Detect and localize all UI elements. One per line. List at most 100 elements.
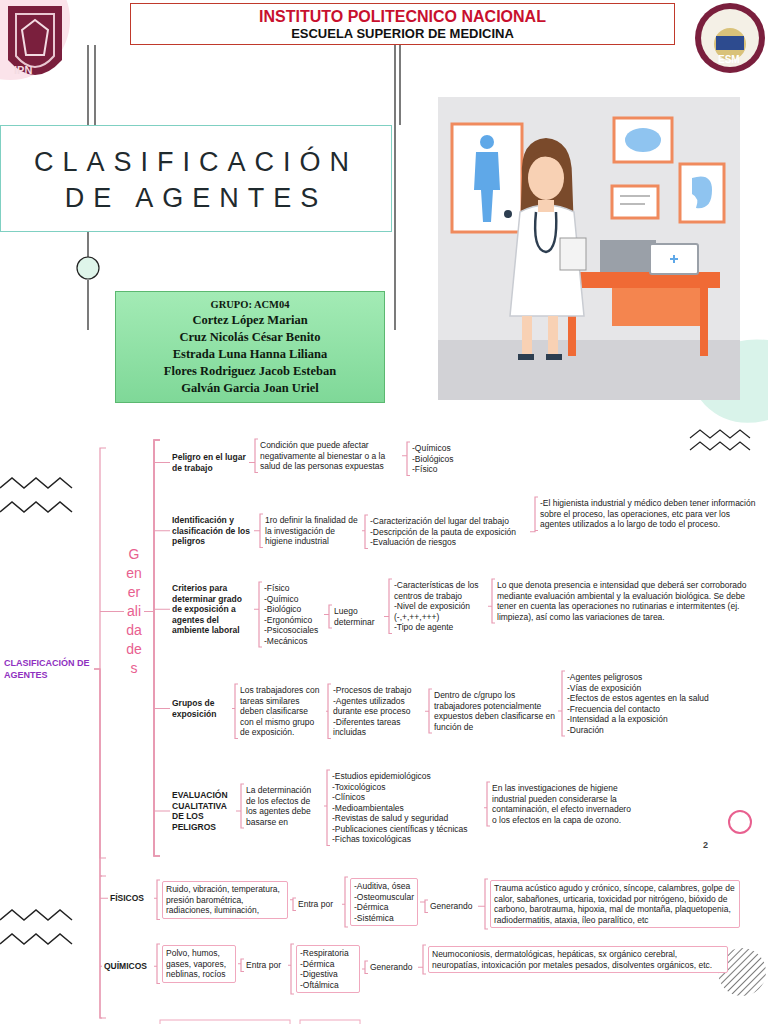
page-number: 2 [703, 840, 708, 850]
node-text: -Descripción de la pauta de exposición [370, 527, 528, 538]
doctor-illustration [438, 97, 740, 400]
text-node: Generando [370, 962, 416, 973]
logo-text: IPN [14, 64, 32, 76]
route-box: -Respiratoria-Dérmica-Digestiva-Oftálmic… [296, 945, 360, 993]
list-node: -Físico-Químico-Biológico-Ergonómico-Psi… [264, 583, 322, 646]
list-node: -Agentes peligrosos-Vías de exposición-E… [567, 672, 762, 735]
cut-box [160, 1020, 290, 1024]
bracket-connector [144, 440, 170, 856]
node-text: -Biológicos [412, 454, 472, 465]
bracket-connector [478, 879, 488, 929]
text-node: Lo que denota presencia e intensidad que… [497, 580, 762, 622]
node-text: -Químico [264, 594, 322, 605]
node-text: Peligro en el lugar de trabajo [172, 452, 247, 473]
node-text: -Agentes utilizados durante ese proceso [333, 696, 423, 717]
node-text: -Respiratoria [300, 948, 356, 959]
node-text: -Agentes peligrosos [567, 672, 762, 683]
bracket-connector [94, 669, 102, 1018]
node-text: -Osteomuscular [354, 892, 414, 903]
root-label: CLASIFICACIÓN DE AGENTES [4, 657, 92, 681]
row-heading: Peligro en el lugar de trabajo [172, 452, 247, 473]
node-text: -Fichas toxicológicas [332, 834, 482, 845]
bracket-connector [236, 784, 244, 828]
row-heading: Identificación y clasificación de los pe… [172, 515, 252, 547]
bracket-connector [254, 582, 262, 647]
node-text: Condición que puede afectar negativament… [260, 440, 400, 472]
node-text: Cortez López Marian [120, 312, 380, 329]
node-text: CLASIFICACIÓN DE AGENTES [4, 657, 92, 681]
bracket-connector [362, 515, 368, 549]
effect-box: Trauma acústico agudo y crónico, síncope… [490, 880, 740, 928]
title-box: CLASIFICACIÓN DE AGENTES [0, 125, 392, 232]
node-text: -Caracterización del lugar del trabajo [370, 516, 528, 527]
node-text: -Duración [567, 725, 762, 736]
bracket-connector [249, 439, 258, 473]
node-text: -Estudios epidemiológicos [332, 771, 482, 782]
node-text: -Efectos de estos agentes en la salud [567, 693, 762, 704]
node-text: Generando [430, 901, 476, 912]
node-text: -Dérmica [354, 902, 414, 913]
bracket-connector [324, 605, 332, 628]
node-text: -Tipo de agente [394, 622, 486, 633]
node-text: -Características de los centros de traba… [394, 580, 486, 601]
node-text: INSTITUTO POLITECNICO NACIONAL [135, 8, 670, 26]
bracket-connector [288, 944, 294, 994]
bracket-connector [326, 684, 331, 739]
node-text: -Biológico [264, 604, 322, 615]
text-node: Los trabajadores con tareas similares de… [240, 685, 324, 738]
category-heading: QUÍMICOS [104, 961, 152, 972]
node-text: -Nivel de exposición (-,+,++,+++) [394, 601, 486, 622]
node-text: -Digestiva [300, 969, 356, 980]
node-text: Luego determinar [334, 606, 382, 627]
text-node: En las investigaciones de higiene indust… [492, 783, 632, 825]
text-node: Entra por [298, 899, 340, 910]
node-text: -Evaluación de riesgos [370, 537, 528, 548]
category-heading: FÍSICOS [110, 893, 152, 904]
node-text: Trauma acústico agudo y crónico, síncope… [494, 883, 736, 925]
bracket-connector [384, 579, 392, 634]
node-text: GRUPO: ACM04 [120, 297, 380, 312]
node-text: Grupos de exposición [172, 698, 230, 719]
text-node: Luego determinar [334, 606, 382, 627]
bracket-connector [144, 440, 170, 856]
zigzag [0, 502, 72, 512]
node-text: -Químicos [412, 443, 472, 454]
bracket-connector [144, 440, 170, 856]
node-text: FÍSICOS [110, 893, 152, 904]
node-text: -Diferentes tareas incluidas [333, 717, 423, 738]
zigzag [0, 934, 72, 944]
list-node: -Características de los centros de traba… [394, 580, 486, 633]
text-node: 1ro definir la finalidad de la investiga… [265, 515, 360, 547]
esm-logo [695, 3, 765, 73]
zigzag [690, 430, 750, 438]
node-text: -Sistémica [354, 913, 414, 924]
bracket-connector [420, 900, 428, 913]
node-text: Neumoconiosis, dermatológicas, hepáticas… [432, 949, 724, 970]
bracket-connector [94, 448, 124, 858]
list-node: -Caracterización del lugar del trabajo-D… [370, 516, 528, 548]
ipn-logo [8, 6, 62, 75]
cut-box [300, 1020, 360, 1024]
node-text: Generalidades [126, 545, 142, 678]
list-node: -Estudios epidemiológicos-Toxicológicos-… [332, 771, 482, 845]
bracket-connector [144, 440, 170, 856]
node-text: Dentro de c/grupo los trabajadores poten… [434, 690, 556, 732]
text-node: Generando [430, 901, 476, 912]
bracket-connector [488, 579, 495, 623]
node-text: Polvo, humos, gases, vapores, neblinas, … [166, 948, 232, 980]
node-text: -Dérmica [300, 959, 356, 970]
bracket-connector [402, 442, 410, 476]
bracket-connector [342, 877, 348, 927]
logo-text: ESM [718, 54, 740, 65]
header-box: INSTITUTO POLITECNICO NACIONALESCUELA SU… [130, 3, 675, 45]
node-text: -Revistas de salud y seguridad [332, 813, 482, 824]
frame-line [399, 45, 400, 125]
node-text: -Intensidad a la exposición [567, 714, 762, 725]
frame-line [394, 45, 395, 330]
frame-line [87, 280, 88, 330]
node-text: -Frecuencia del contacto [567, 704, 762, 715]
text-node: Dentro de c/grupo los trabajadores poten… [434, 690, 556, 732]
node-text: -Clínicos [332, 792, 482, 803]
bracket-connector [324, 770, 330, 846]
node-text: Generando [370, 962, 416, 973]
